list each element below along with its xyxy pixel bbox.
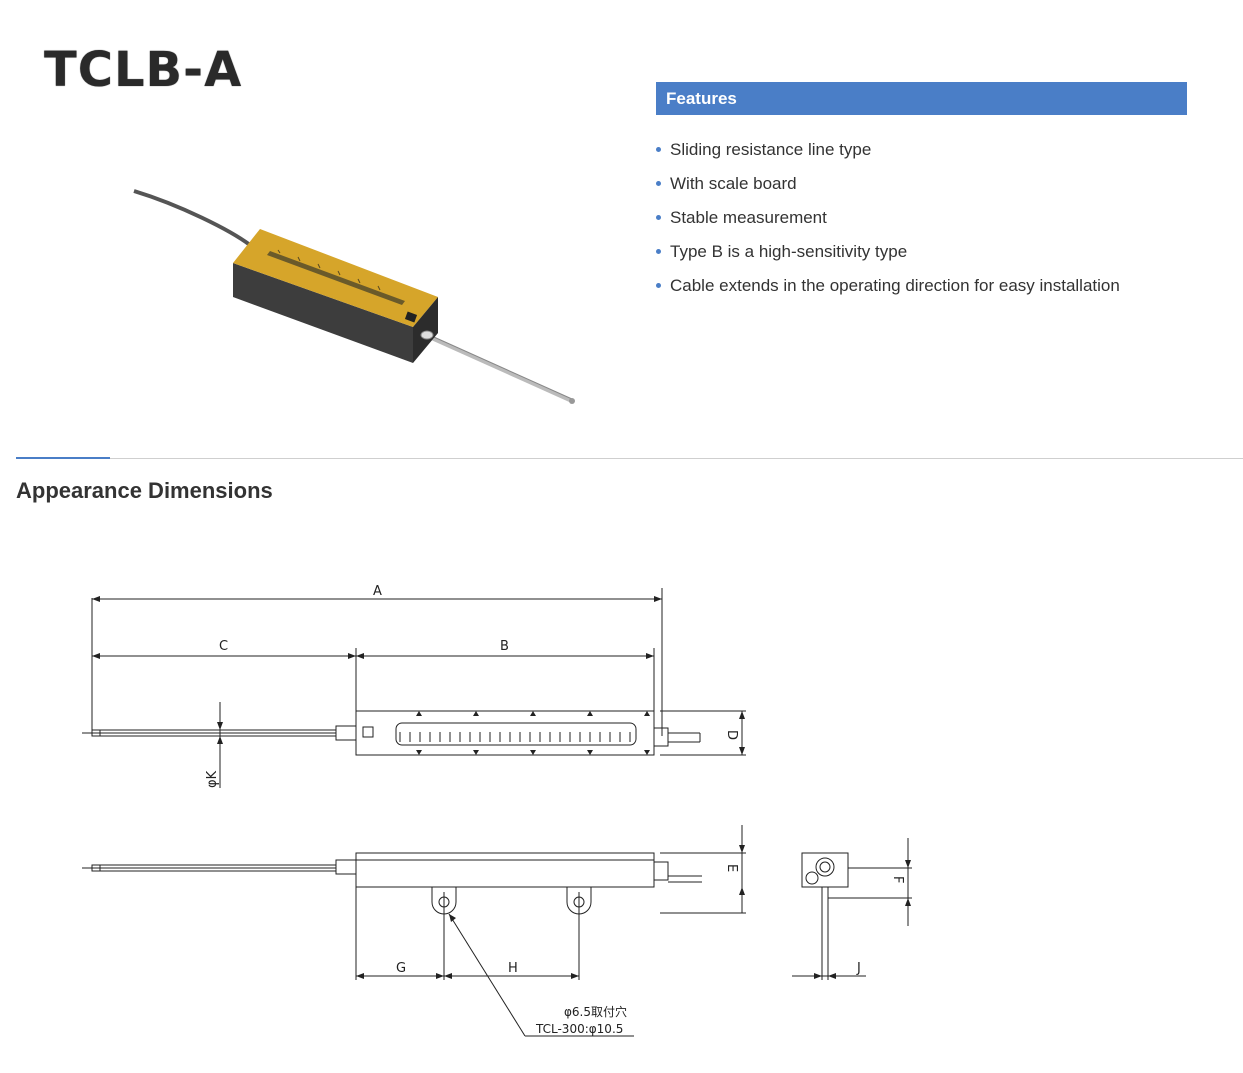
dim-label-h: H (508, 961, 518, 976)
features-list: Sliding resistance line type With scale … (656, 138, 1120, 308)
dim-label-k: φK (205, 770, 220, 788)
cable-line (133, 189, 252, 247)
dim-label-g: G (396, 961, 406, 976)
dimension-drawing: A C B D φK E F G H J φ6.5取付穴 TCL-300:φ10… (82, 584, 912, 1037)
dim-label-e: E (724, 864, 739, 872)
dim-label-b: B (500, 639, 509, 654)
dim-label-j: J (856, 961, 861, 976)
product-title: TCLB-A (44, 42, 243, 98)
mounting-hole-note: φ6.5取付穴 (564, 1004, 627, 1019)
dim-label-f: F (890, 876, 905, 883)
dim-label-c: C (219, 639, 228, 654)
rod-line (424, 333, 573, 403)
dimensions-heading: Appearance Dimensions (16, 478, 273, 503)
feature-item: Cable extends in the operating direction… (656, 274, 1120, 308)
section-divider-accent (16, 457, 110, 459)
section-divider (16, 458, 1243, 459)
dim-label-d: D (724, 730, 739, 740)
product-photo (133, 189, 575, 404)
features-header: Features (656, 82, 1187, 115)
feature-item: Sliding resistance line type (656, 138, 1120, 172)
dim-label-a: A (373, 584, 382, 599)
feature-item: With scale board (656, 172, 1120, 206)
feature-item: Stable measurement (656, 206, 1120, 240)
feature-item: Type B is a high-sensitivity type (656, 240, 1120, 274)
mounting-hole-note-tcl300: TCL-300:φ10.5 (535, 1022, 623, 1036)
body-side (233, 263, 413, 363)
